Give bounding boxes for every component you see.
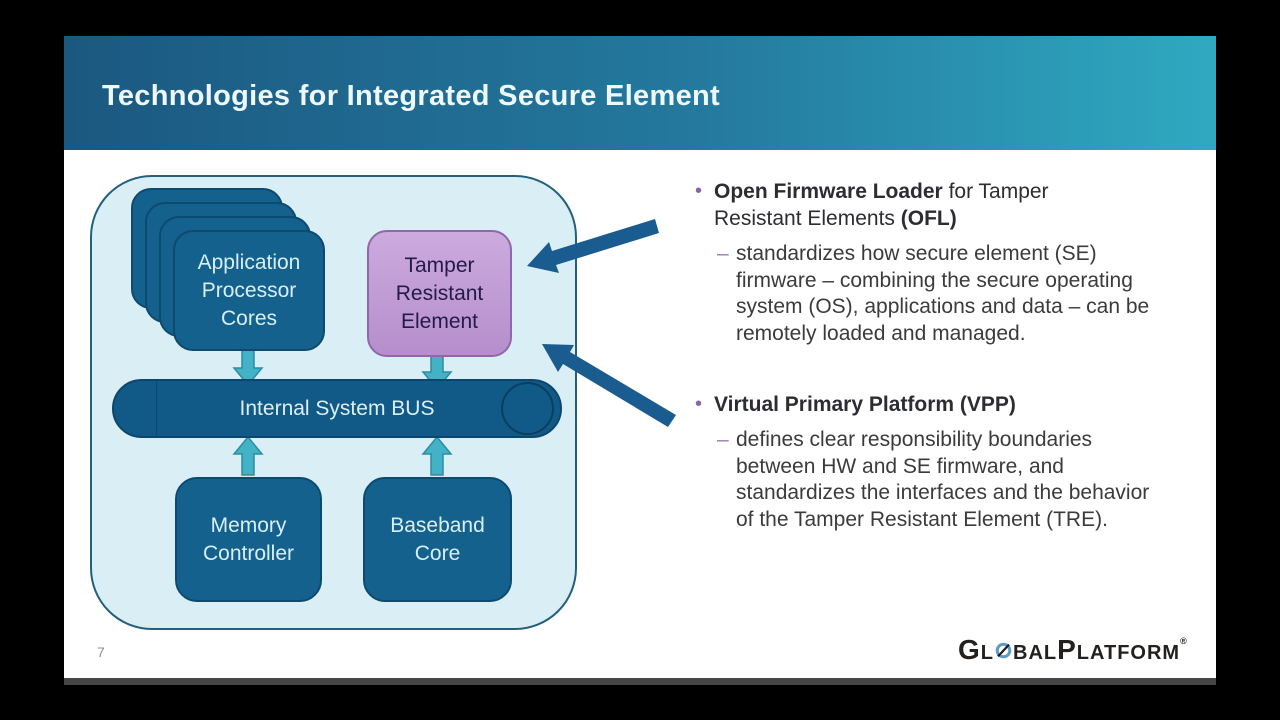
bus-seam-line [156, 381, 157, 436]
ofl-heading: • Open Firmware Loader for Tamper Resist… [695, 178, 1175, 232]
ofl-sub-line: standardizes how secure element (SE) [736, 242, 1097, 265]
ofl-heading-bold: Open Firmware Loader [714, 180, 943, 203]
ofl-heading-line1: Open Firmware Loader for Tamper [714, 178, 1049, 205]
slide-title: Technologies for Integrated Secure Eleme… [102, 80, 720, 112]
page-number: 7 [97, 644, 105, 660]
vpp-sub-text: defines clear responsibility boundaries … [736, 427, 1149, 533]
bullet-group-ofl: • Open Firmware Loader for Tamper Resist… [695, 178, 1175, 347]
logo-letter-g: G [958, 634, 981, 665]
ofl-heading-text: Open Firmware Loader for Tamper Resistan… [714, 178, 1049, 232]
ofl-sub-line: remotely loaded and managed. [736, 321, 1026, 345]
up-arrow-icon [232, 436, 264, 476]
ofl-heading-rest: for Tamper [942, 180, 1049, 203]
tamper-resistant-element-box: Tamper Resistant Element [367, 230, 512, 357]
bullet-icon: • [695, 393, 703, 415]
memory-controller-label: Memory Controller [202, 513, 295, 565]
tamper-resistant-element-label: Tamper Resistant Element [395, 253, 484, 333]
vpp-sub-line: standardizes the interfaces and the beha… [736, 481, 1150, 504]
bullet-icon: • [695, 180, 703, 202]
up-arrow-icon [421, 436, 453, 476]
slide-bottom-strip [64, 678, 1216, 685]
ofl-sub-text: standardizes how secure element (SE) fir… [736, 241, 1149, 347]
app-processor-cores-label: Application Processor Cores [197, 250, 301, 330]
bullet-group-vpp: • Virtual Primary Platform (VPP) – defin… [695, 391, 1175, 533]
ofl-heading-line2: Resistant Elements (OFL) [714, 205, 1049, 232]
ofl-heading-abbr: (OFL) [900, 207, 957, 230]
registered-mark: ® [1180, 636, 1188, 646]
baseband-core-box: Baseband Core [363, 477, 512, 602]
internal-system-bus-label: Internal System BUS [239, 396, 435, 420]
vpp-sub-bullet: – defines clear responsibility boundarie… [717, 427, 1175, 533]
ofl-heading-rest2: Resistant Elements [714, 207, 901, 230]
bus-end-cap [501, 382, 554, 435]
vpp-heading: • Virtual Primary Platform (VPP) [695, 391, 1175, 418]
internal-system-bus: Internal System BUS [112, 379, 562, 438]
vpp-sub-line: defines clear responsibility boundaries [736, 428, 1093, 451]
baseband-core-label: Baseband Core [390, 513, 485, 565]
memory-controller-box: Memory Controller [175, 477, 322, 602]
logo-letters-bal: BAL [1013, 642, 1058, 664]
logo-letters-latform: LATFORM [1076, 642, 1181, 664]
app-processor-cores-box: Application Processor Cores [173, 230, 325, 351]
logo-letter-l: L [980, 642, 994, 664]
ofl-sub-line: system (OS), applications and data – can… [736, 295, 1150, 318]
dash-icon: – [717, 242, 729, 265]
dash-icon: – [717, 428, 729, 451]
ofl-sub-line: firmware – combining the secure operatin… [736, 268, 1133, 292]
vpp-sub-line: of the Tamper Resistant Element (TRE). [736, 507, 1108, 531]
vpp-sub-line: between HW and SE firmware, and [736, 454, 1064, 478]
globalplatform-o-icon [995, 642, 1012, 659]
ofl-sub-bullet: – standardizes how secure element (SE) f… [717, 241, 1175, 347]
logo-letter-p: P [1057, 634, 1077, 665]
slide-header-band: Technologies for Integrated Secure Eleme… [64, 36, 1216, 150]
vpp-heading-text: Virtual Primary Platform (VPP) [714, 393, 1016, 416]
